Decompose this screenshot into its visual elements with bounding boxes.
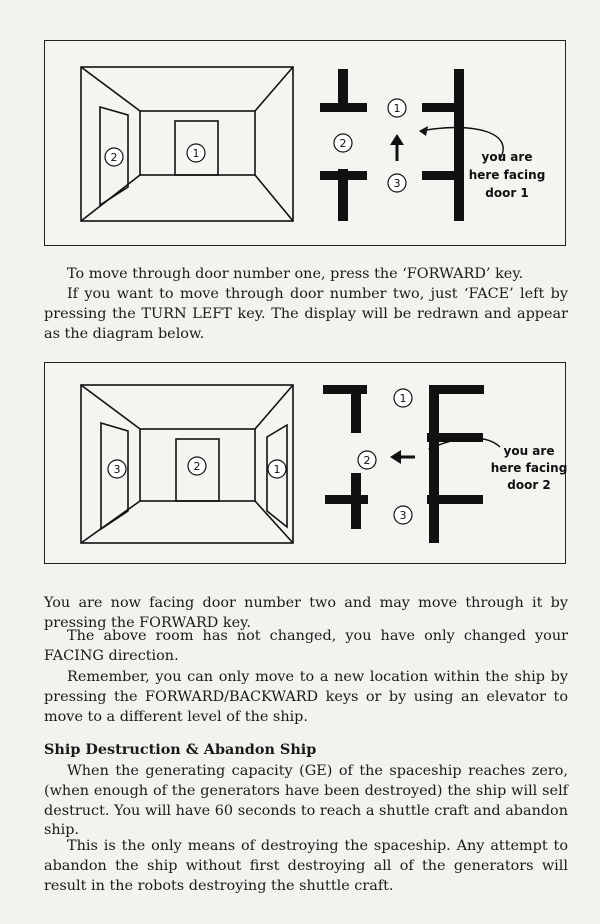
paragraph-turn-left: If you want to move through door number … bbox=[44, 286, 568, 342]
map-label-1: 1 bbox=[400, 392, 407, 405]
map-door-1-circle bbox=[393, 388, 413, 408]
up-arrow-icon bbox=[390, 134, 404, 161]
map-label-3: 3 bbox=[400, 509, 407, 522]
paragraph-self-destruct: When the generating capacity (GE) of the… bbox=[44, 763, 568, 839]
room-door-1-circle bbox=[267, 459, 287, 479]
map-label-3: 3 bbox=[394, 177, 401, 190]
map-door-2-circle bbox=[333, 133, 353, 153]
room-label-b: 2 bbox=[194, 460, 201, 473]
paragraph-remember: Remember, you can only move to a new loc… bbox=[44, 669, 568, 725]
map-label-2: 2 bbox=[340, 137, 347, 150]
door-1-shape bbox=[266, 423, 288, 529]
map-door-2-circle bbox=[357, 450, 377, 470]
room-door-2-circle bbox=[187, 456, 207, 476]
caption-line-3: door 1 bbox=[485, 186, 529, 200]
room-door-3-circle bbox=[107, 459, 127, 479]
paragraph-forward: To move through door number one, press t… bbox=[67, 266, 524, 282]
figure-facing-door-2: 3 2 1 1 2 3 you are here facing door 2 bbox=[44, 362, 567, 564]
map-label-2: 2 bbox=[364, 454, 371, 467]
map-door-3-circle bbox=[393, 505, 413, 525]
map-walls bbox=[323, 385, 484, 543]
room-door-1-circle bbox=[186, 143, 206, 163]
pointer-head-icon bbox=[419, 126, 428, 136]
caption-line-2: here facing bbox=[491, 461, 567, 475]
figure-1-diagram: 2 1 1 2 3 you are here facing door 1 bbox=[80, 66, 546, 222]
room-label-b: 1 bbox=[193, 147, 200, 160]
door-2-shape bbox=[175, 438, 220, 502]
caption-line-2: here facing bbox=[469, 168, 546, 182]
figure-2-diagram: 3 2 1 1 2 3 you are here facing door 2 bbox=[80, 384, 567, 544]
map-label-1: 1 bbox=[394, 102, 401, 115]
pointer-curve bbox=[428, 437, 501, 450]
paragraph-destroy-generators: This is the only means of destroying the… bbox=[44, 838, 568, 894]
left-arrow-icon bbox=[390, 450, 415, 464]
room-outer-frame bbox=[80, 384, 294, 544]
room-outer-frame bbox=[80, 66, 294, 222]
paragraph-facing-door-two: You are now facing door number two and m… bbox=[44, 595, 568, 631]
room-door-2-circle bbox=[104, 147, 124, 167]
map-walls bbox=[320, 69, 464, 221]
room-label-a: 3 bbox=[114, 463, 121, 476]
door-3-shape bbox=[100, 421, 129, 531]
figure-facing-door-1: 2 1 1 2 3 you are here facing door 1 bbox=[44, 40, 566, 246]
map-door-1-circle bbox=[387, 98, 407, 118]
paragraph-room-unchanged: The above room has not changed, you have… bbox=[44, 628, 568, 664]
door-2-shape bbox=[99, 105, 129, 207]
room-label-c: 1 bbox=[274, 463, 281, 476]
pointer-head-icon bbox=[428, 443, 437, 453]
pointer-curve bbox=[419, 126, 504, 160]
room-label-a: 2 bbox=[111, 151, 118, 164]
section-heading: Ship Destruction & Abandon Ship bbox=[44, 741, 317, 758]
caption-line-1: you are bbox=[504, 444, 555, 458]
caption-line-1: you are bbox=[482, 150, 533, 164]
door-1-shape bbox=[174, 120, 219, 176]
map-door-3-circle bbox=[387, 173, 407, 193]
caption-line-3: door 2 bbox=[507, 478, 551, 492]
